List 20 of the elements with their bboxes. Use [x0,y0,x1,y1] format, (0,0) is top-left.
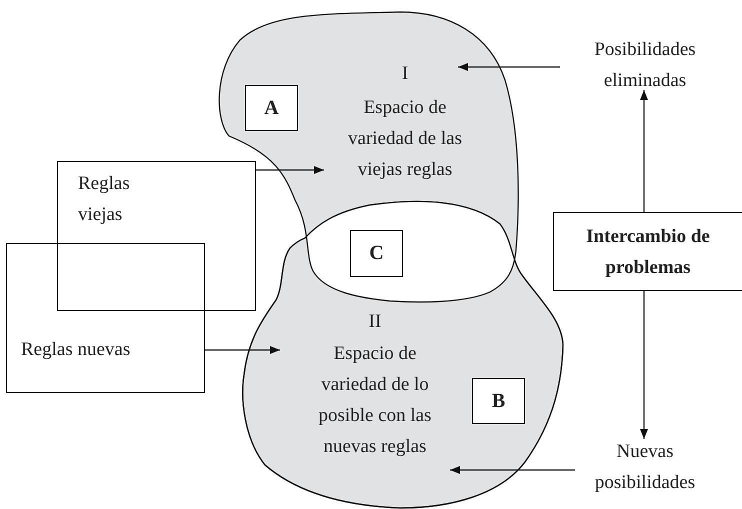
exchange-box: Intercambio de problemas [553,212,742,291]
rules-label: Reglas viejas [78,172,131,227]
rules-frame [57,161,256,311]
region-marker: A [245,85,298,131]
region-label: Espacio de variedad de lo posible con las nuevas reglas [318,342,432,459]
arrow [458,63,560,71]
region-label: Espacio de variedad de las viejas reglas [347,96,463,182]
outcome-label: Nuevas posibilidades [575,436,715,500]
rules-label: Reglas nuevas [21,338,132,362]
region-marker: B [472,378,525,424]
arrow [450,466,575,474]
arrow [256,166,324,174]
arrow [205,346,280,354]
region-numeral: I [400,62,410,86]
arrow [640,291,648,439]
outcome-label: Posibilidades eliminadas [560,34,730,98]
arrow [640,90,648,212]
rules-frame [6,243,205,393]
region-marker: C [350,230,403,277]
region-numeral: II [368,310,382,334]
